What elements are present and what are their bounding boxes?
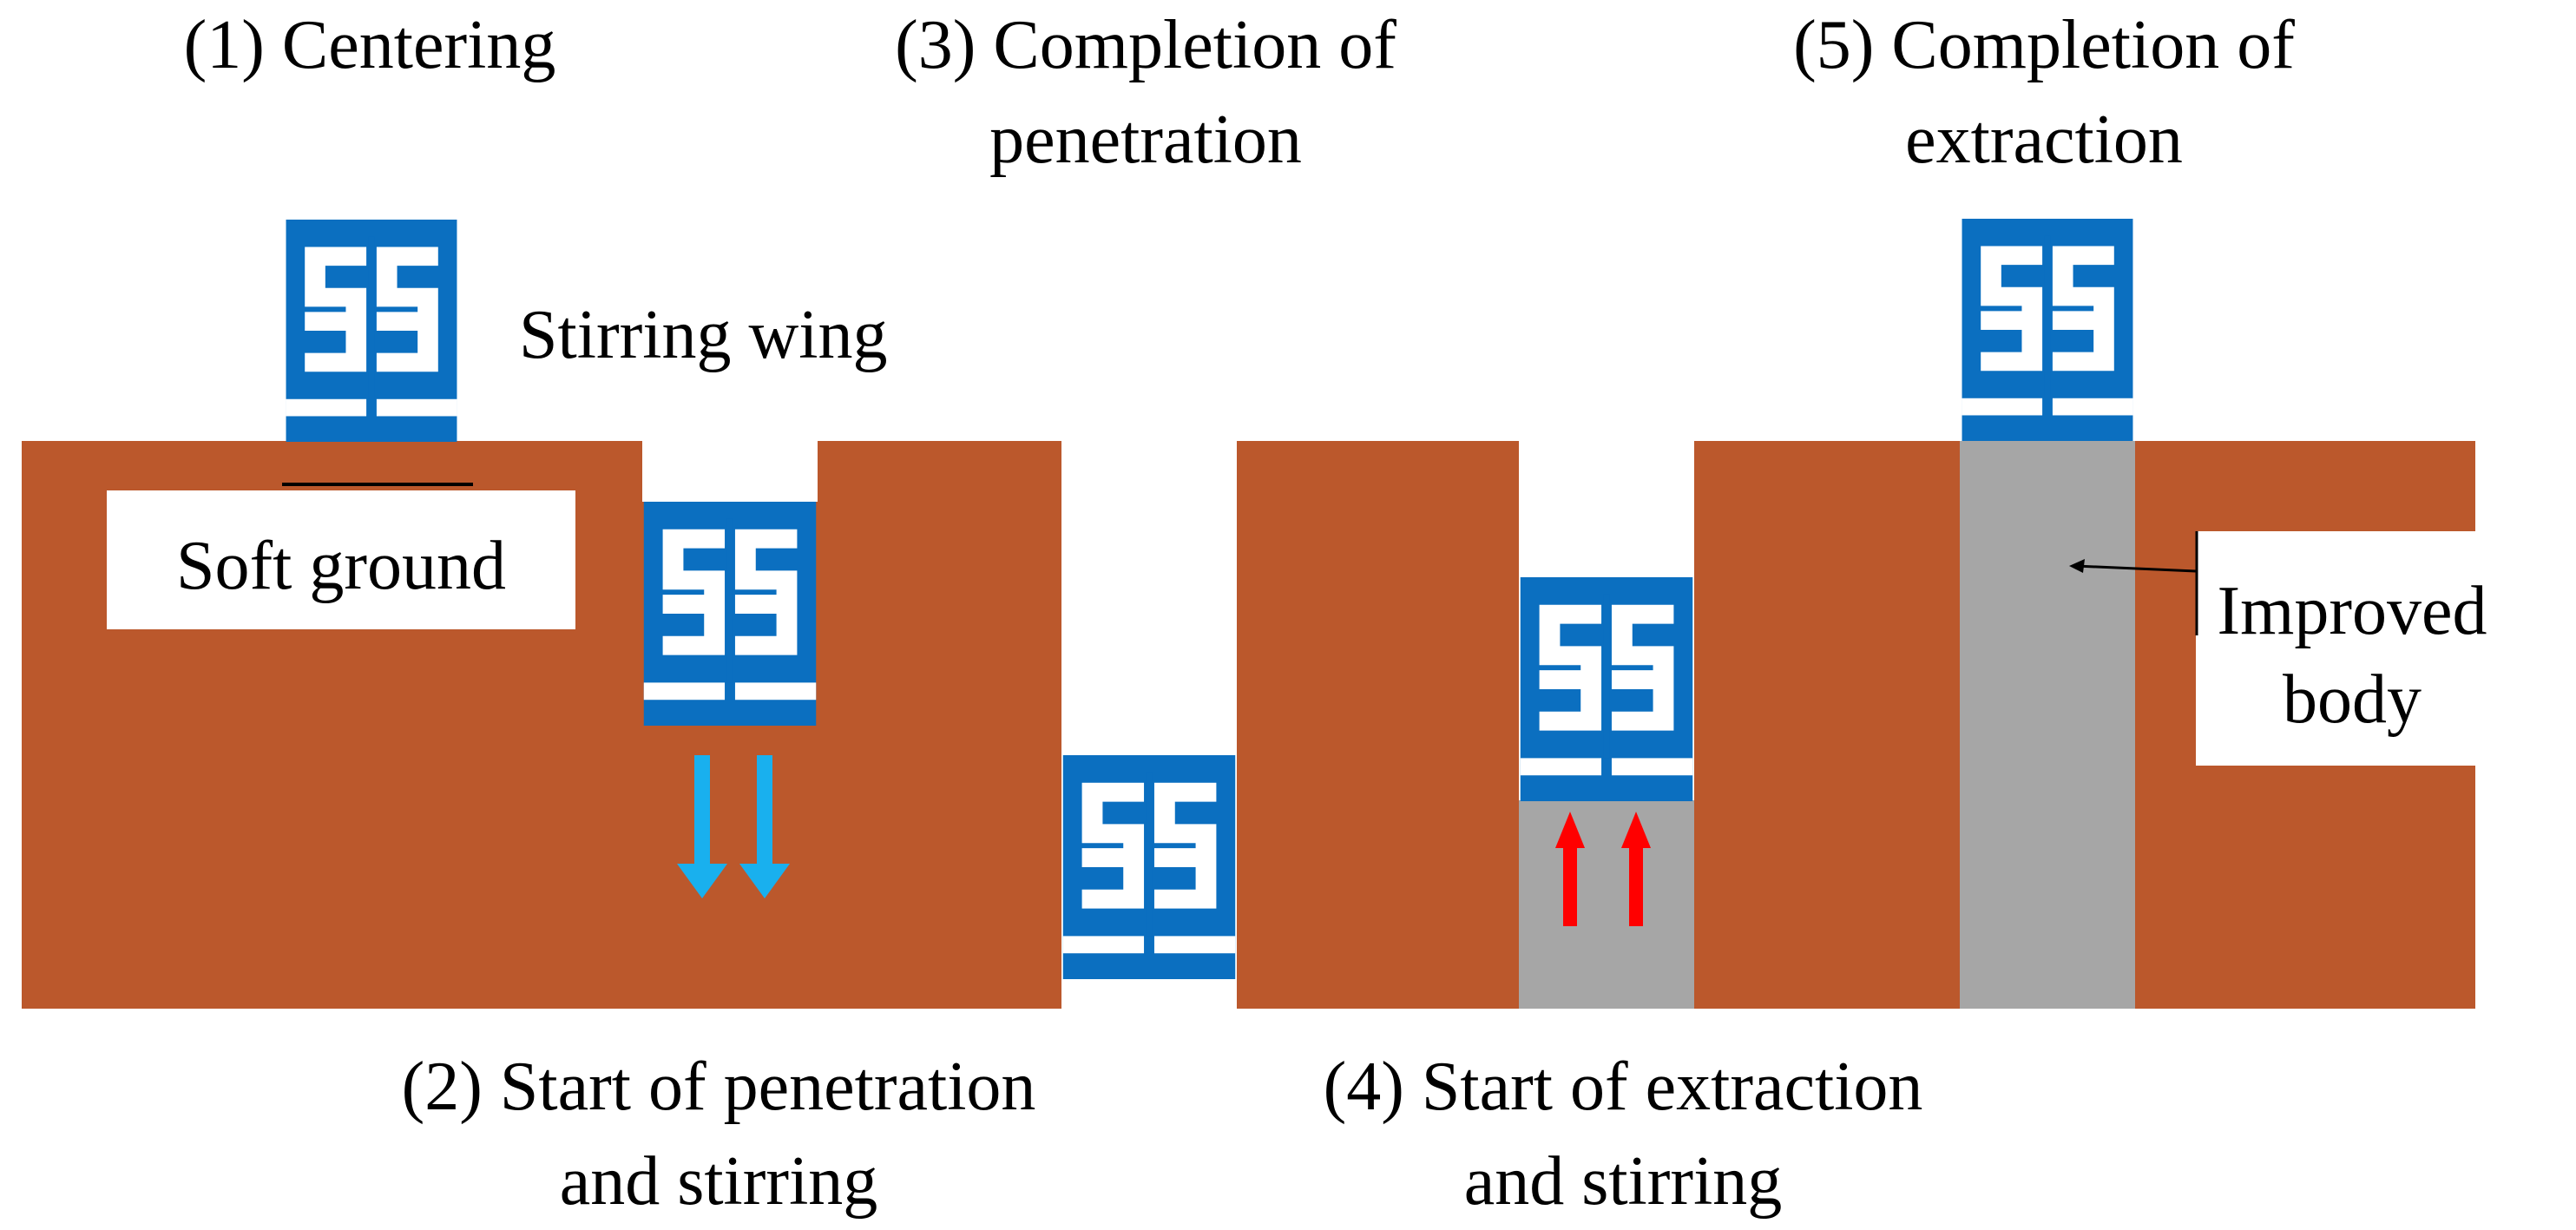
stirring-wing-label: Stirring wing (519, 297, 887, 373)
improved-body-column (1960, 441, 2135, 1009)
step-5-caption-line1: (5) Completion of (1793, 7, 2295, 83)
stirring-wing-icon (286, 220, 457, 442)
stirring-wing-icon (1062, 755, 1236, 979)
soft-ground-label-box (107, 490, 575, 629)
wing-shaft-mark (282, 483, 473, 486)
up-arrow-icon (1555, 812, 1585, 926)
improved-body-label-line2: body (2283, 661, 2422, 738)
down-arrow-icon (677, 755, 727, 898)
step-2-caption-line2: and stirring (560, 1143, 878, 1220)
stirring-wing-icon (643, 502, 817, 726)
step-2-caption-line1: (2) Start of penetration (402, 1049, 1036, 1125)
soft-ground-label: Soft ground (176, 528, 506, 604)
step-3-caption-line2: penetration (989, 102, 1302, 178)
step-4-caption-line2: and stirring (1464, 1143, 1783, 1220)
improved-body-leader (2069, 531, 2198, 635)
improved-body-label-box (2196, 531, 2482, 766)
step-1-caption: (1) Centering (184, 7, 556, 83)
step-5-caption-line2: extraction (1905, 102, 2183, 178)
step-4-caption-line1: (4) Start of extraction (1324, 1049, 1923, 1125)
improved-body-label-line1: Improved (2217, 573, 2487, 649)
stirring-wing-icon (1962, 219, 2133, 441)
down-arrow-icon (739, 755, 790, 898)
up-arrow-icon (1621, 812, 1651, 926)
soft-ground-soil (22, 441, 2475, 1009)
stirring-wing-icon (1520, 577, 1693, 801)
improved-body-partial (1519, 800, 1694, 1009)
step-3-caption-line1: (3) Completion of (895, 7, 1396, 83)
